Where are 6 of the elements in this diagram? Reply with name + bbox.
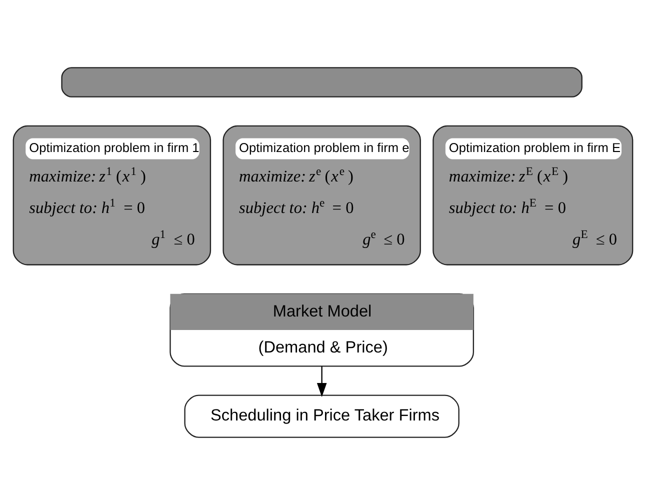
arrow <box>316 366 327 397</box>
node-box <box>61 66 582 97</box>
node-box: Optimization problem in firm 1 maximize: z$^{1}$(x$^{1}$) subject to: h$^{1}$ = 0 g$^{1}$ ≤ 0 <box>12 124 212 265</box>
node-box: Optimization problem in firm E maximize: z$^{E}$(x$^{E}$) subject to: h$^{E}$ = 0 g$^{E}$ ≤ 0 <box>432 124 634 265</box>
node-box: Scheduling in Price Taker Firms <box>184 394 460 438</box>
node-box: Optimization problem in firm e maximize: z$^{e}$(x$^{e}$) subject to: h$^{e}$ = 0 g$^{e}$ ≤ 0 <box>222 124 421 265</box>
